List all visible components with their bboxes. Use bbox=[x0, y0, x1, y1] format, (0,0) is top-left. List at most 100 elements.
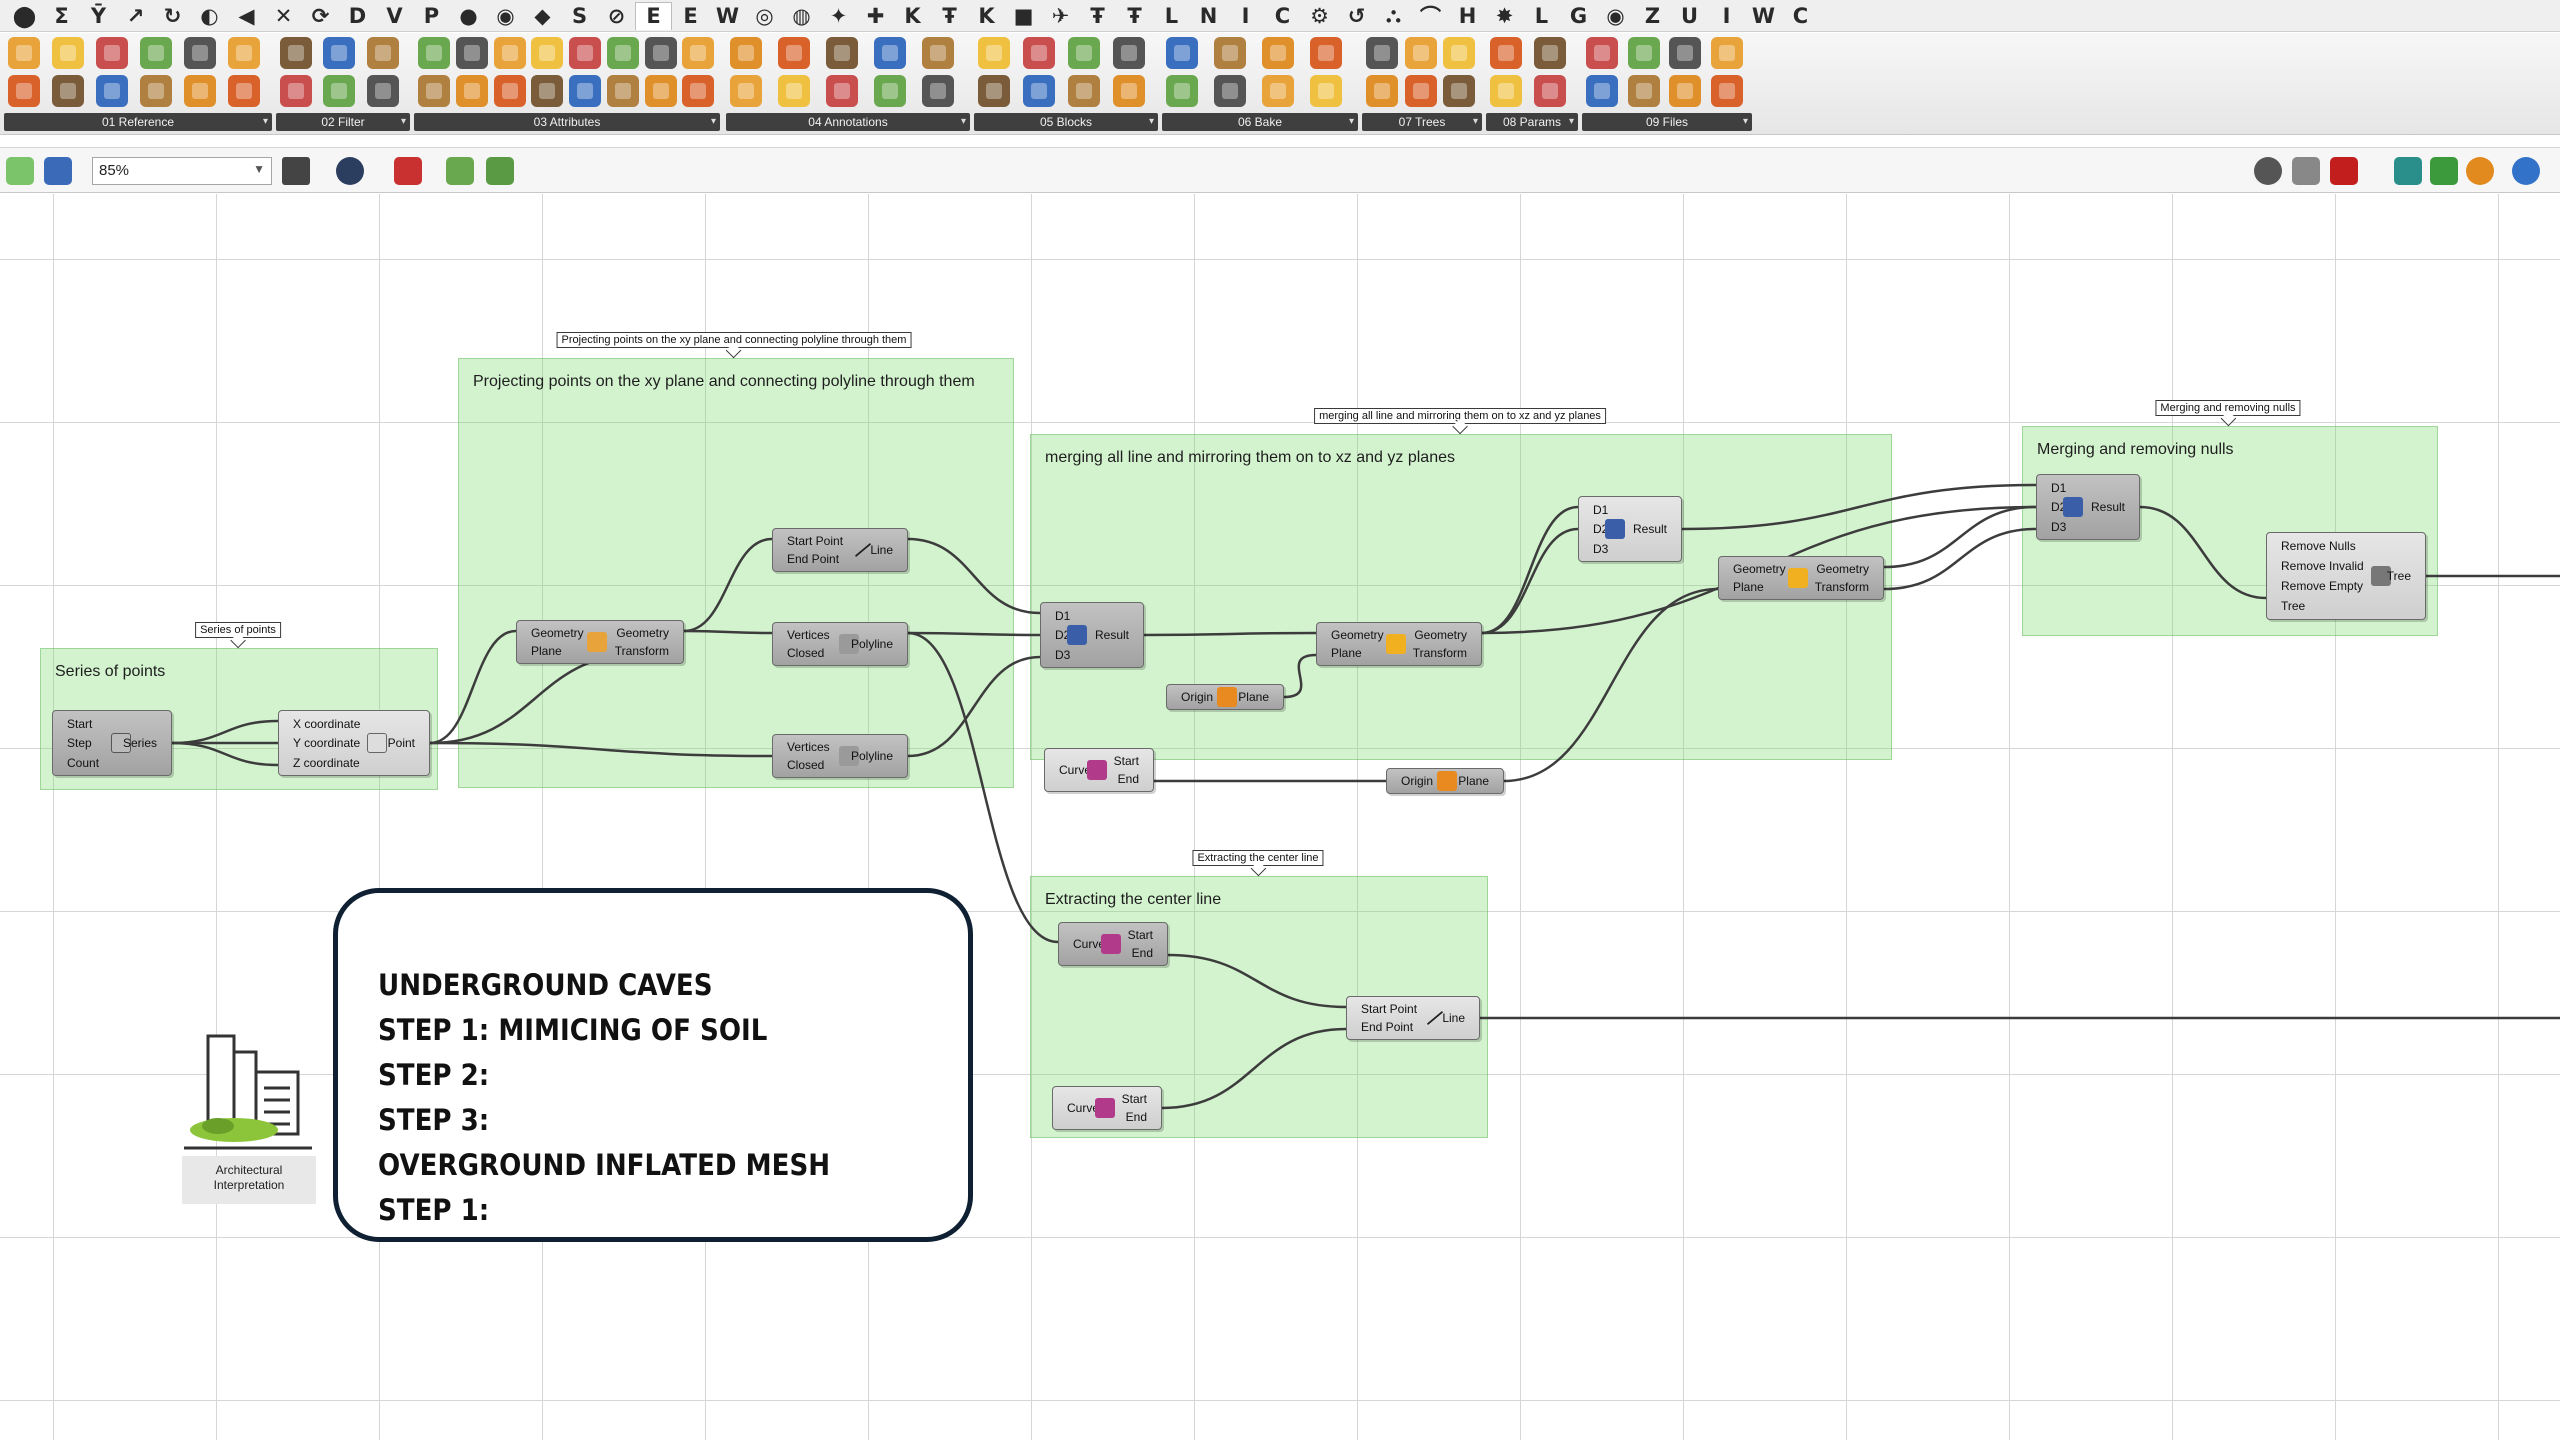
open-file-icon[interactable] bbox=[6, 157, 34, 185]
ribbon-tool-icon[interactable] bbox=[922, 75, 954, 107]
ribbon-tool-icon[interactable] bbox=[184, 75, 216, 107]
component-tab[interactable]: Σ bbox=[54, 3, 69, 28]
component-tab[interactable]: Ȳ bbox=[90, 3, 107, 28]
component-tab[interactable]: ⌒ bbox=[1420, 4, 1441, 29]
component-tab[interactable]: ◐ bbox=[200, 3, 219, 28]
component-tab[interactable]: ◍ bbox=[792, 3, 811, 28]
ribbon-tool-icon[interactable] bbox=[228, 75, 260, 107]
ribbon-tool-icon[interactable] bbox=[978, 75, 1010, 107]
component-tab[interactable]: ⬤ bbox=[12, 3, 37, 28]
wire[interactable] bbox=[171, 741, 279, 767]
component-tab[interactable]: ● bbox=[459, 3, 478, 28]
ribbon-tool-icon[interactable] bbox=[569, 75, 601, 107]
ribbon-tool-icon[interactable] bbox=[1404, 75, 1437, 107]
wire[interactable] bbox=[907, 631, 1059, 944]
wire[interactable] bbox=[907, 655, 1041, 758]
ribbon-tool-icon[interactable] bbox=[1310, 75, 1342, 107]
component-tab[interactable]: W bbox=[715, 3, 740, 28]
component-tab[interactable]: ■ bbox=[1013, 3, 1034, 28]
component-tab[interactable]: H bbox=[1458, 3, 1477, 28]
ribbon-tool-icon[interactable] bbox=[96, 37, 128, 69]
wire[interactable] bbox=[1481, 505, 1579, 635]
ribbon-tool-icon[interactable] bbox=[1023, 75, 1055, 107]
component-tab[interactable]: ⊘ bbox=[607, 3, 626, 28]
ribbon-tool-icon[interactable] bbox=[1443, 75, 1476, 107]
ribbon-tool-icon[interactable] bbox=[1262, 37, 1294, 69]
component-tab[interactable]: ⚙ bbox=[1310, 3, 1329, 28]
component-tab[interactable]: ✕ bbox=[274, 3, 293, 28]
ribbon-tool-icon[interactable] bbox=[323, 37, 356, 69]
ribbon-tool-icon[interactable] bbox=[455, 75, 488, 107]
ribbon-tool-icon[interactable] bbox=[569, 37, 601, 69]
wire[interactable] bbox=[1681, 483, 2037, 531]
component-tab[interactable]: C bbox=[1792, 3, 1809, 28]
ribbon-tool-icon[interactable] bbox=[1113, 75, 1145, 107]
ribbon-group-label[interactable]: 01 Reference bbox=[4, 113, 272, 131]
group-projecting-points[interactable]: Projecting points on the xy plane and co… bbox=[458, 358, 1014, 788]
wire[interactable] bbox=[683, 629, 773, 635]
ribbon-tool-icon[interactable] bbox=[1710, 75, 1743, 107]
component-tab[interactable]: ⟳ bbox=[311, 3, 330, 28]
component-tab[interactable]: ◉ bbox=[1606, 3, 1625, 28]
yz-plane-component[interactable]: Origin Plane bbox=[1386, 768, 1504, 794]
component-tab[interactable]: Ŧ bbox=[1127, 3, 1142, 28]
ribbon-tool-icon[interactable] bbox=[1490, 75, 1522, 107]
wire[interactable] bbox=[907, 631, 1041, 637]
ribbon-tool-icon[interactable] bbox=[1262, 75, 1294, 107]
wire[interactable] bbox=[171, 719, 279, 745]
ribbon-tool-icon[interactable] bbox=[1490, 37, 1522, 69]
ribbon-group-label[interactable]: 07 Trees bbox=[1362, 113, 1482, 131]
component-tab[interactable]: ◆ bbox=[534, 3, 551, 28]
ribbon-tool-icon[interactable] bbox=[418, 37, 450, 69]
ribbon-tool-icon[interactable] bbox=[826, 75, 858, 107]
sketch-icon[interactable] bbox=[394, 157, 422, 185]
ribbon-tool-icon[interactable] bbox=[682, 37, 715, 69]
ribbon-tool-icon[interactable] bbox=[418, 75, 450, 107]
ribbon-tool-icon[interactable] bbox=[978, 37, 1010, 69]
ribbon-tool-icon[interactable] bbox=[606, 75, 639, 107]
component-tab[interactable]: E bbox=[635, 1, 672, 30]
ribbon-tool-icon[interactable] bbox=[140, 37, 172, 69]
component-tab[interactable]: Ŧ bbox=[942, 3, 957, 28]
ribbon-tool-icon[interactable] bbox=[52, 37, 84, 69]
ribbon-tool-icon[interactable] bbox=[96, 75, 128, 107]
ribbon-tool-icon[interactable] bbox=[1669, 37, 1701, 69]
component-tab[interactable]: D bbox=[348, 3, 367, 28]
selected-preview-icon[interactable] bbox=[2330, 157, 2358, 185]
ribbon-group-label[interactable]: 09 Files bbox=[1582, 113, 1752, 131]
ribbon-tool-icon[interactable] bbox=[1443, 37, 1476, 69]
component-tab[interactable]: N bbox=[1199, 3, 1218, 28]
component-tab[interactable]: ↻ bbox=[163, 3, 182, 28]
component-tab[interactable]: ↗ bbox=[126, 3, 145, 28]
grasshopper-canvas[interactable]: Series of points Series of points Projec… bbox=[0, 194, 2560, 1440]
ribbon-tool-icon[interactable] bbox=[366, 75, 399, 107]
mesh-quality-icon[interactable] bbox=[2394, 157, 2422, 185]
ribbon-tool-icon[interactable] bbox=[730, 75, 762, 107]
component-tab[interactable]: C bbox=[1274, 3, 1291, 28]
component-tab[interactable]: U bbox=[1680, 3, 1699, 28]
ribbon-tool-icon[interactable] bbox=[1586, 75, 1618, 107]
ribbon-tool-icon[interactable] bbox=[140, 75, 172, 107]
ribbon-tool-icon[interactable] bbox=[280, 75, 312, 107]
wire[interactable] bbox=[1481, 527, 1579, 635]
ribbon-tool-icon[interactable] bbox=[1310, 37, 1342, 69]
ribbon-tool-icon[interactable] bbox=[52, 75, 84, 107]
wire[interactable] bbox=[1883, 505, 2037, 569]
ribbon-tool-icon[interactable] bbox=[826, 37, 858, 69]
wire[interactable] bbox=[1883, 527, 2037, 591]
grasshopper-icon[interactable] bbox=[446, 157, 474, 185]
component-tab[interactable]: Z bbox=[1644, 3, 1661, 28]
ribbon-tool-icon[interactable] bbox=[922, 37, 954, 69]
component-tab[interactable]: G bbox=[1569, 3, 1588, 28]
display-mode-icon[interactable] bbox=[2430, 157, 2458, 185]
solver-icon[interactable] bbox=[2512, 157, 2540, 185]
component-tab[interactable]: S bbox=[571, 3, 588, 28]
component-tab[interactable]: I bbox=[1722, 3, 1731, 28]
